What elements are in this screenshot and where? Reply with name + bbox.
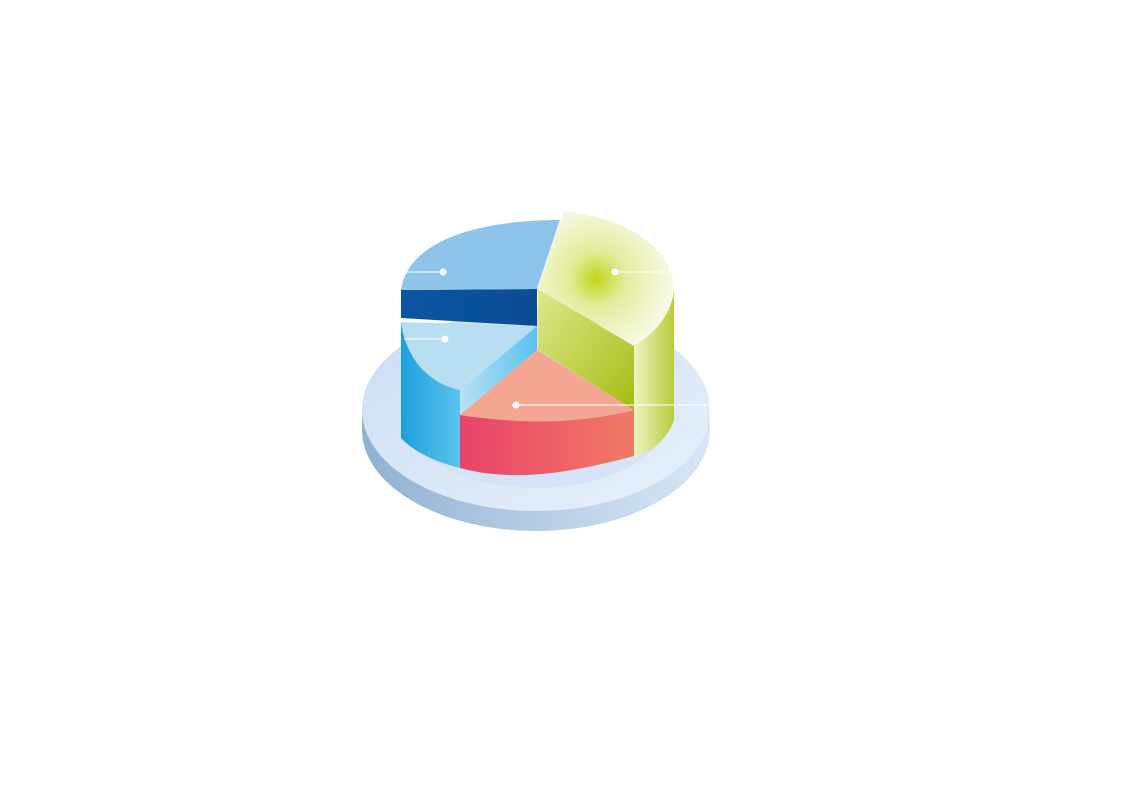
slice-blue [401, 220, 560, 326]
callouts [404, 268, 710, 409]
callout-marker-cyan [441, 335, 449, 343]
slice-red [460, 350, 634, 476]
slice-blue-side [401, 289, 537, 326]
slice-green [538, 211, 674, 458]
slice-green-outer-side [634, 290, 674, 458]
callout-marker-blue [439, 268, 447, 276]
slice-red-top [460, 350, 634, 422]
callout-marker-red [512, 401, 520, 409]
slice-red-side [460, 410, 634, 476]
callout-marker-green [611, 268, 619, 276]
slice-green-top [538, 211, 674, 346]
slice-cyan-cut-face [460, 326, 537, 415]
slice-blue-top [401, 220, 560, 290]
slice-green-cut-face [538, 289, 634, 410]
